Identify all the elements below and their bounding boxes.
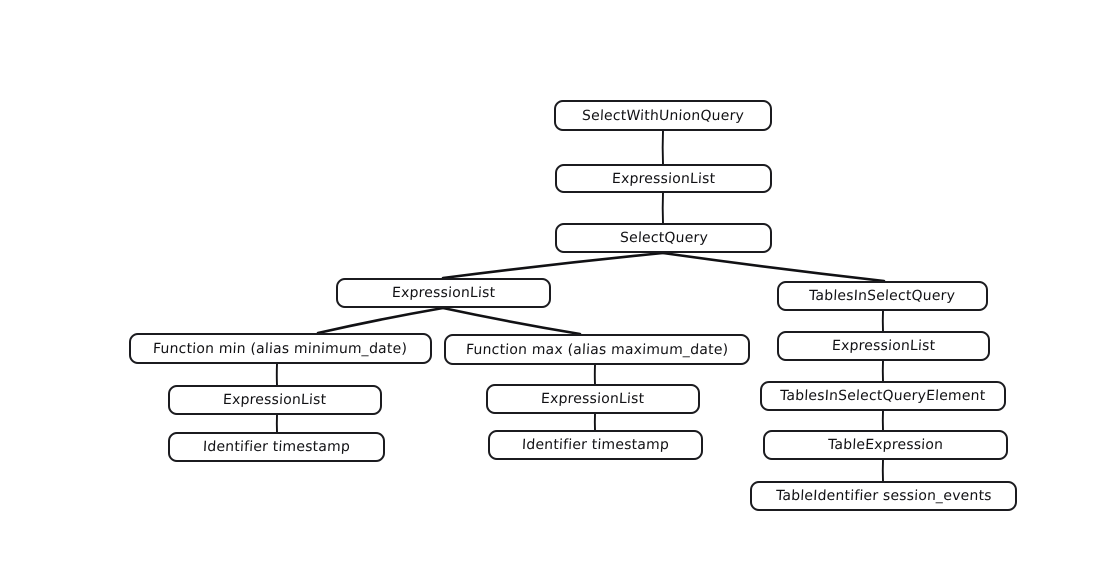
tree-node[interactable]: ExpressionList <box>168 385 382 415</box>
tree-node-label: TablesInSelectQuery <box>809 288 956 304</box>
tree-node[interactable]: TablesInSelectQueryElement <box>760 381 1006 411</box>
tree-node-label: Function min (alias minimum_date) <box>153 340 408 357</box>
tree-node-label: Identifier timestamp <box>202 439 351 455</box>
tree-node-label: SelectQuery <box>619 230 708 246</box>
tree-edge <box>661 251 886 283</box>
tree-node-label: ExpressionList <box>222 392 328 408</box>
tree-node[interactable]: TableExpression <box>763 430 1008 460</box>
tree-node-label: TablesInSelectQueryElement <box>779 388 987 404</box>
tree-node-label: ExpressionList <box>540 391 646 407</box>
tree-node-label: ExpressionList <box>391 285 496 301</box>
tree-node-label: Identifier timestamp <box>521 437 670 453</box>
tree-node[interactable]: ExpressionList <box>777 331 990 361</box>
tree-node[interactable]: SelectQuery <box>555 223 772 253</box>
tree-node[interactable]: SelectWithUnionQuery <box>554 100 772 131</box>
tree-node[interactable]: Function min (alias minimum_date) <box>129 333 432 364</box>
tree-node[interactable]: TablesInSelectQuery <box>777 281 988 311</box>
tree-node[interactable]: ExpressionList <box>336 278 551 308</box>
tree-node-label: ExpressionList <box>831 338 936 354</box>
tree-node[interactable]: ExpressionList <box>486 384 700 414</box>
tree-node-label: SelectWithUnionQuery <box>581 107 745 124</box>
tree-node-label: ExpressionList <box>611 170 716 187</box>
tree-node-label: Function max (alias maximum_date) <box>465 341 729 358</box>
tree-node-label: TableIdentifier session_events <box>775 488 992 504</box>
tree-node-label: TableExpression <box>827 437 944 453</box>
tree-node[interactable]: Identifier timestamp <box>488 430 703 460</box>
tree-edge <box>441 306 582 336</box>
tree-node[interactable]: Identifier timestamp <box>168 432 385 462</box>
tree-edge <box>316 306 445 335</box>
tree-edge <box>441 251 665 280</box>
tree-node[interactable]: Function max (alias maximum_date) <box>444 334 750 365</box>
tree-node[interactable]: TableIdentifier session_events <box>750 481 1017 511</box>
tree-node[interactable]: ExpressionList <box>555 164 772 193</box>
